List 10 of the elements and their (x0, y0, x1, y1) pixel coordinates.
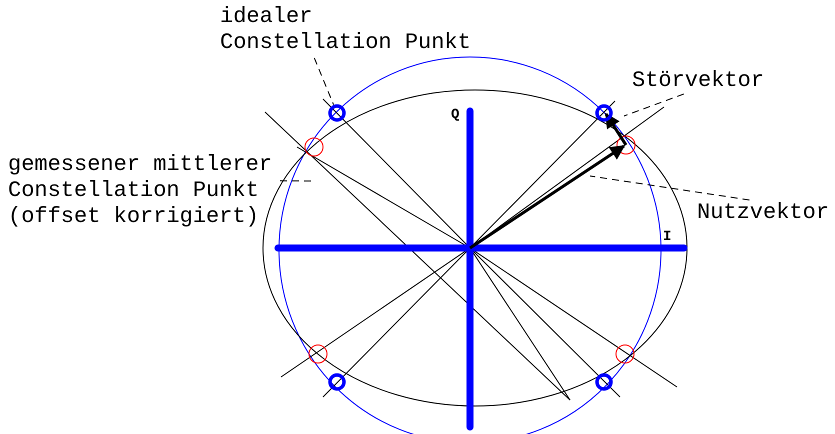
axis-label: Q (451, 108, 460, 122)
callout-text: idealer Constellation Punkt (220, 4, 482, 58)
callout-text: gemessener mittlerer Constellation Punkt (offset korrigiert) (8, 152, 280, 232)
callout-text: Störvektor (632, 68, 772, 94)
leader-line (590, 176, 750, 200)
axis-label: I (663, 230, 672, 244)
leader-line (280, 180, 312, 182)
leader-line (624, 94, 684, 116)
callout-text: Nutzvektor (697, 200, 835, 228)
leader-line (314, 58, 334, 106)
